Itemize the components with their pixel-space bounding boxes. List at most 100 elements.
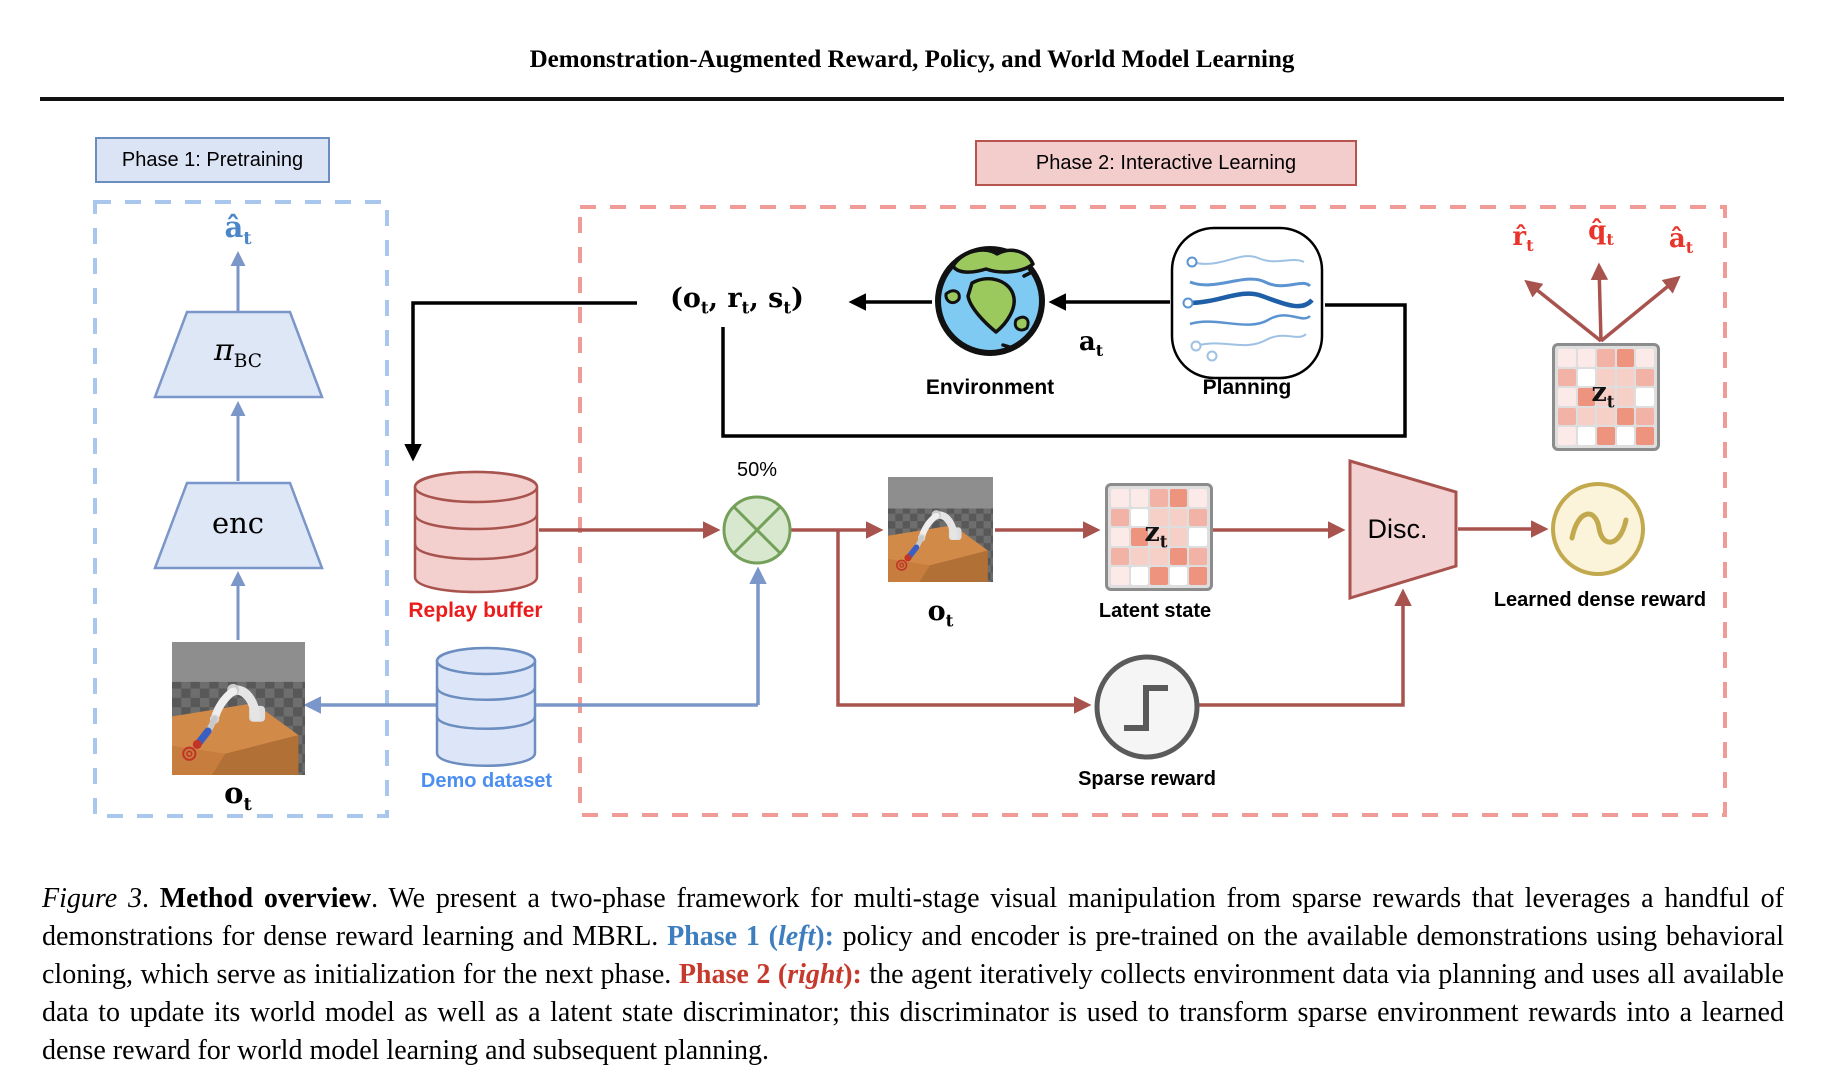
predicted-action-label: ât — [178, 210, 298, 249]
grid-cell — [1597, 368, 1615, 387]
predicted-value-head-label: q̂t — [1566, 216, 1636, 249]
caption-phase1-close: ): — [815, 921, 834, 952]
grid-cell — [1169, 528, 1188, 546]
math-base: z — [1144, 516, 1160, 548]
policy-label: πBC — [168, 333, 308, 372]
predicted-reward-head-label: r̂t — [1488, 222, 1558, 255]
math-sub: t — [1095, 341, 1104, 361]
grid-cell — [1558, 407, 1576, 426]
encoder-trapezoid — [153, 481, 324, 570]
figure-caption: Figure 3. Method overview. We present a … — [42, 880, 1784, 1068]
math-sub: t — [1606, 391, 1615, 412]
math-sub: t — [243, 227, 252, 249]
grid-cell — [1636, 407, 1654, 426]
arrow-latent-to-reward-head — [1524, 279, 1603, 343]
grid-cell — [1111, 547, 1129, 566]
grid-cell — [1189, 567, 1207, 585]
environment-globe-icon — [935, 246, 1045, 356]
title-rule — [40, 97, 1784, 101]
discriminator-trapezoid — [1348, 458, 1458, 601]
grid-cell — [1577, 349, 1596, 367]
caption-phase2-tag: Phase 2 ( — [678, 959, 788, 990]
grid-cell — [1150, 508, 1168, 527]
grid-cell — [1130, 567, 1149, 585]
math-base: â — [1668, 224, 1686, 254]
dense-reward-icon — [1551, 482, 1645, 576]
grid-cell — [1577, 388, 1596, 406]
grid-cell — [1150, 567, 1168, 585]
grid-cell — [1150, 489, 1168, 507]
math-sub: BC — [233, 351, 262, 372]
demo-dataset-label: Demo dataset — [420, 770, 553, 792]
caption-text: policy and encoder is pre-trained on the… — [42, 921, 1785, 990]
grid-cell — [1636, 427, 1654, 445]
math-sub: t — [1606, 230, 1614, 250]
phase2-label: Phase 2: Interactive Learning — [1035, 151, 1297, 174]
grid-cell — [1169, 489, 1188, 507]
demo-dataset-icon — [435, 646, 537, 767]
grid-cell — [1597, 407, 1615, 426]
grid-cell — [1111, 567, 1129, 585]
state-feedback-loop — [721, 303, 1407, 438]
grid-cell — [1111, 508, 1129, 527]
caption-bold-title: Method overview — [159, 883, 372, 914]
planning-icon — [1170, 226, 1324, 380]
grid-cell — [1130, 508, 1149, 527]
math-base: â — [224, 210, 244, 244]
phase1-observation-label: ot — [188, 776, 288, 815]
arrow-branch-to-sparse-reward — [836, 530, 1092, 714]
grid-cell — [1558, 349, 1576, 367]
math-part: (o — [670, 283, 701, 314]
phase2-dashed-box — [578, 205, 1727, 817]
arrow-latent-to-action-head — [1599, 275, 1681, 343]
arrow-sparse-to-discriminator — [1199, 588, 1412, 707]
grid-cell — [1150, 547, 1168, 566]
encoder-label: enc — [211, 506, 265, 540]
sine-wave-glyph — [1569, 511, 1629, 545]
math-base: o — [927, 596, 946, 627]
math-sub: t — [945, 610, 954, 631]
grid-cell — [1597, 349, 1615, 367]
grid-cell — [1111, 489, 1129, 507]
phase1-label: Phase 1: Pretraining — [121, 148, 304, 171]
phase1-label-box: Phase 1: Pretraining — [95, 137, 330, 183]
caption-phase2-right: right — [787, 959, 844, 990]
top-latent-symbol: zt — [1552, 343, 1654, 445]
math-sub: t — [1685, 238, 1694, 258]
grid-cell — [1130, 547, 1149, 566]
math-sub: t — [741, 297, 750, 318]
grid-cell — [1150, 528, 1168, 546]
grid-cell — [1636, 388, 1654, 406]
math-sub: t — [783, 297, 792, 318]
latent-state-label: Latent state — [1098, 600, 1212, 622]
caption-phase1-left: left — [777, 921, 816, 952]
mixer-icon — [722, 495, 792, 565]
grid-cell — [1597, 427, 1615, 445]
latent-grid-cells — [1105, 483, 1213, 591]
math-base: r̂ — [1512, 222, 1527, 252]
grid-cell — [1636, 349, 1654, 367]
page-title: Demonstration-Augmented Reward, Policy, … — [529, 46, 1295, 73]
caption-text: . We present a two-phase framework for m… — [42, 883, 1785, 952]
grid-cell — [1616, 349, 1635, 367]
sparse-reward-icon — [1094, 654, 1200, 760]
caption-text: the agent iteratively collects environme… — [42, 959, 1784, 1066]
caption-figure-number: Figure 3 — [42, 883, 142, 914]
grid-cell — [1616, 407, 1635, 426]
planning-label: Planning — [1202, 376, 1292, 399]
grid-cell — [1169, 567, 1188, 585]
math-sub: t — [700, 297, 709, 318]
caption-text: . — [141, 883, 160, 914]
grid-cell — [1616, 427, 1635, 445]
grid-cell — [1169, 508, 1188, 527]
math-base: a — [1078, 327, 1096, 357]
grid-cell — [1130, 489, 1149, 507]
grid-cell — [1189, 528, 1207, 546]
math-part: , r — [708, 283, 742, 314]
phase2-observation-label: ot — [898, 596, 983, 630]
state-tuple-label: (ot, rt, st) — [632, 283, 842, 317]
replay-buffer-label: Replay buffer — [408, 599, 543, 622]
action-label: at — [1063, 327, 1119, 360]
